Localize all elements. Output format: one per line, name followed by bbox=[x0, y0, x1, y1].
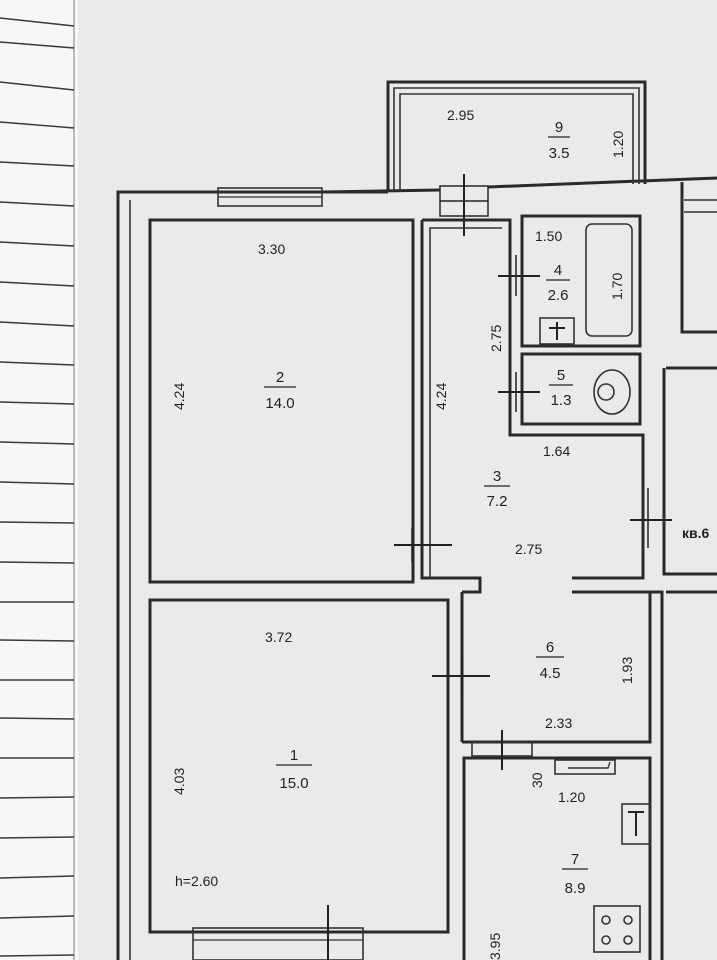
room-2-area: 14.0 bbox=[265, 395, 294, 412]
notebook-page bbox=[0, 0, 78, 960]
dim-room1-width: 3.72 bbox=[265, 629, 292, 645]
room-7-area: 8.9 bbox=[565, 880, 586, 897]
apartment-label: кв.6 bbox=[682, 525, 710, 541]
room-2 bbox=[148, 218, 415, 584]
balcony-room-9 bbox=[386, 80, 647, 190]
stove-icon bbox=[593, 905, 641, 953]
dim-room7-height: 3.95 bbox=[487, 933, 503, 960]
dim-room2-height: 4.24 bbox=[171, 383, 187, 410]
dim-room2-width: 3.30 bbox=[258, 241, 285, 257]
room-9-number: 9 bbox=[555, 119, 563, 136]
room-3 bbox=[420, 218, 664, 960]
dim-room9-depth: 1.20 bbox=[610, 131, 626, 158]
room-5-number: 5 bbox=[557, 367, 565, 384]
room-9-area: 3.5 bbox=[549, 145, 570, 162]
room-1-number: 1 bbox=[290, 747, 298, 764]
room-6-number: 6 bbox=[546, 639, 554, 656]
dim-room4-width: 1.50 bbox=[535, 228, 562, 244]
room-1-area: 15.0 bbox=[279, 775, 308, 792]
dim-room4-height: 1.70 bbox=[609, 273, 625, 300]
room-6-area: 4.5 bbox=[540, 665, 561, 682]
dim-room4-side: 2.75 bbox=[488, 325, 504, 352]
dim-room9-width: 2.95 bbox=[447, 107, 474, 123]
room-3-number: 3 bbox=[493, 468, 501, 485]
dim-room6-height: 1.93 bbox=[619, 657, 635, 684]
room-5-toilet bbox=[498, 352, 642, 426]
outer-walls bbox=[116, 174, 717, 960]
room-1 bbox=[148, 598, 450, 934]
ceiling-height: h=2.60 bbox=[175, 873, 218, 889]
dim-room3-top: 1.64 bbox=[543, 443, 570, 459]
room-7-number: 7 bbox=[571, 851, 579, 868]
room-3-area: 7.2 bbox=[487, 493, 508, 510]
dim-room6-width: 2.33 bbox=[545, 715, 572, 731]
dim-room1-height: 4.03 bbox=[171, 768, 187, 795]
dim-room7-a: 30 bbox=[529, 772, 545, 788]
room-2-number: 2 bbox=[276, 369, 284, 386]
room-7-kitchen bbox=[462, 730, 652, 960]
room-4-bathroom bbox=[498, 214, 642, 348]
dim-room7-b: 1.20 bbox=[558, 789, 585, 805]
room-5-area: 1.3 bbox=[551, 392, 572, 409]
room-4-number: 4 bbox=[554, 262, 562, 279]
neighbour-apartment bbox=[662, 182, 717, 594]
dim-room3-height: 4.24 bbox=[433, 383, 449, 410]
room-4-area: 2.6 bbox=[548, 287, 569, 304]
notebook-lines bbox=[0, 17, 75, 957]
dim-room3-width: 2.75 bbox=[515, 541, 542, 557]
